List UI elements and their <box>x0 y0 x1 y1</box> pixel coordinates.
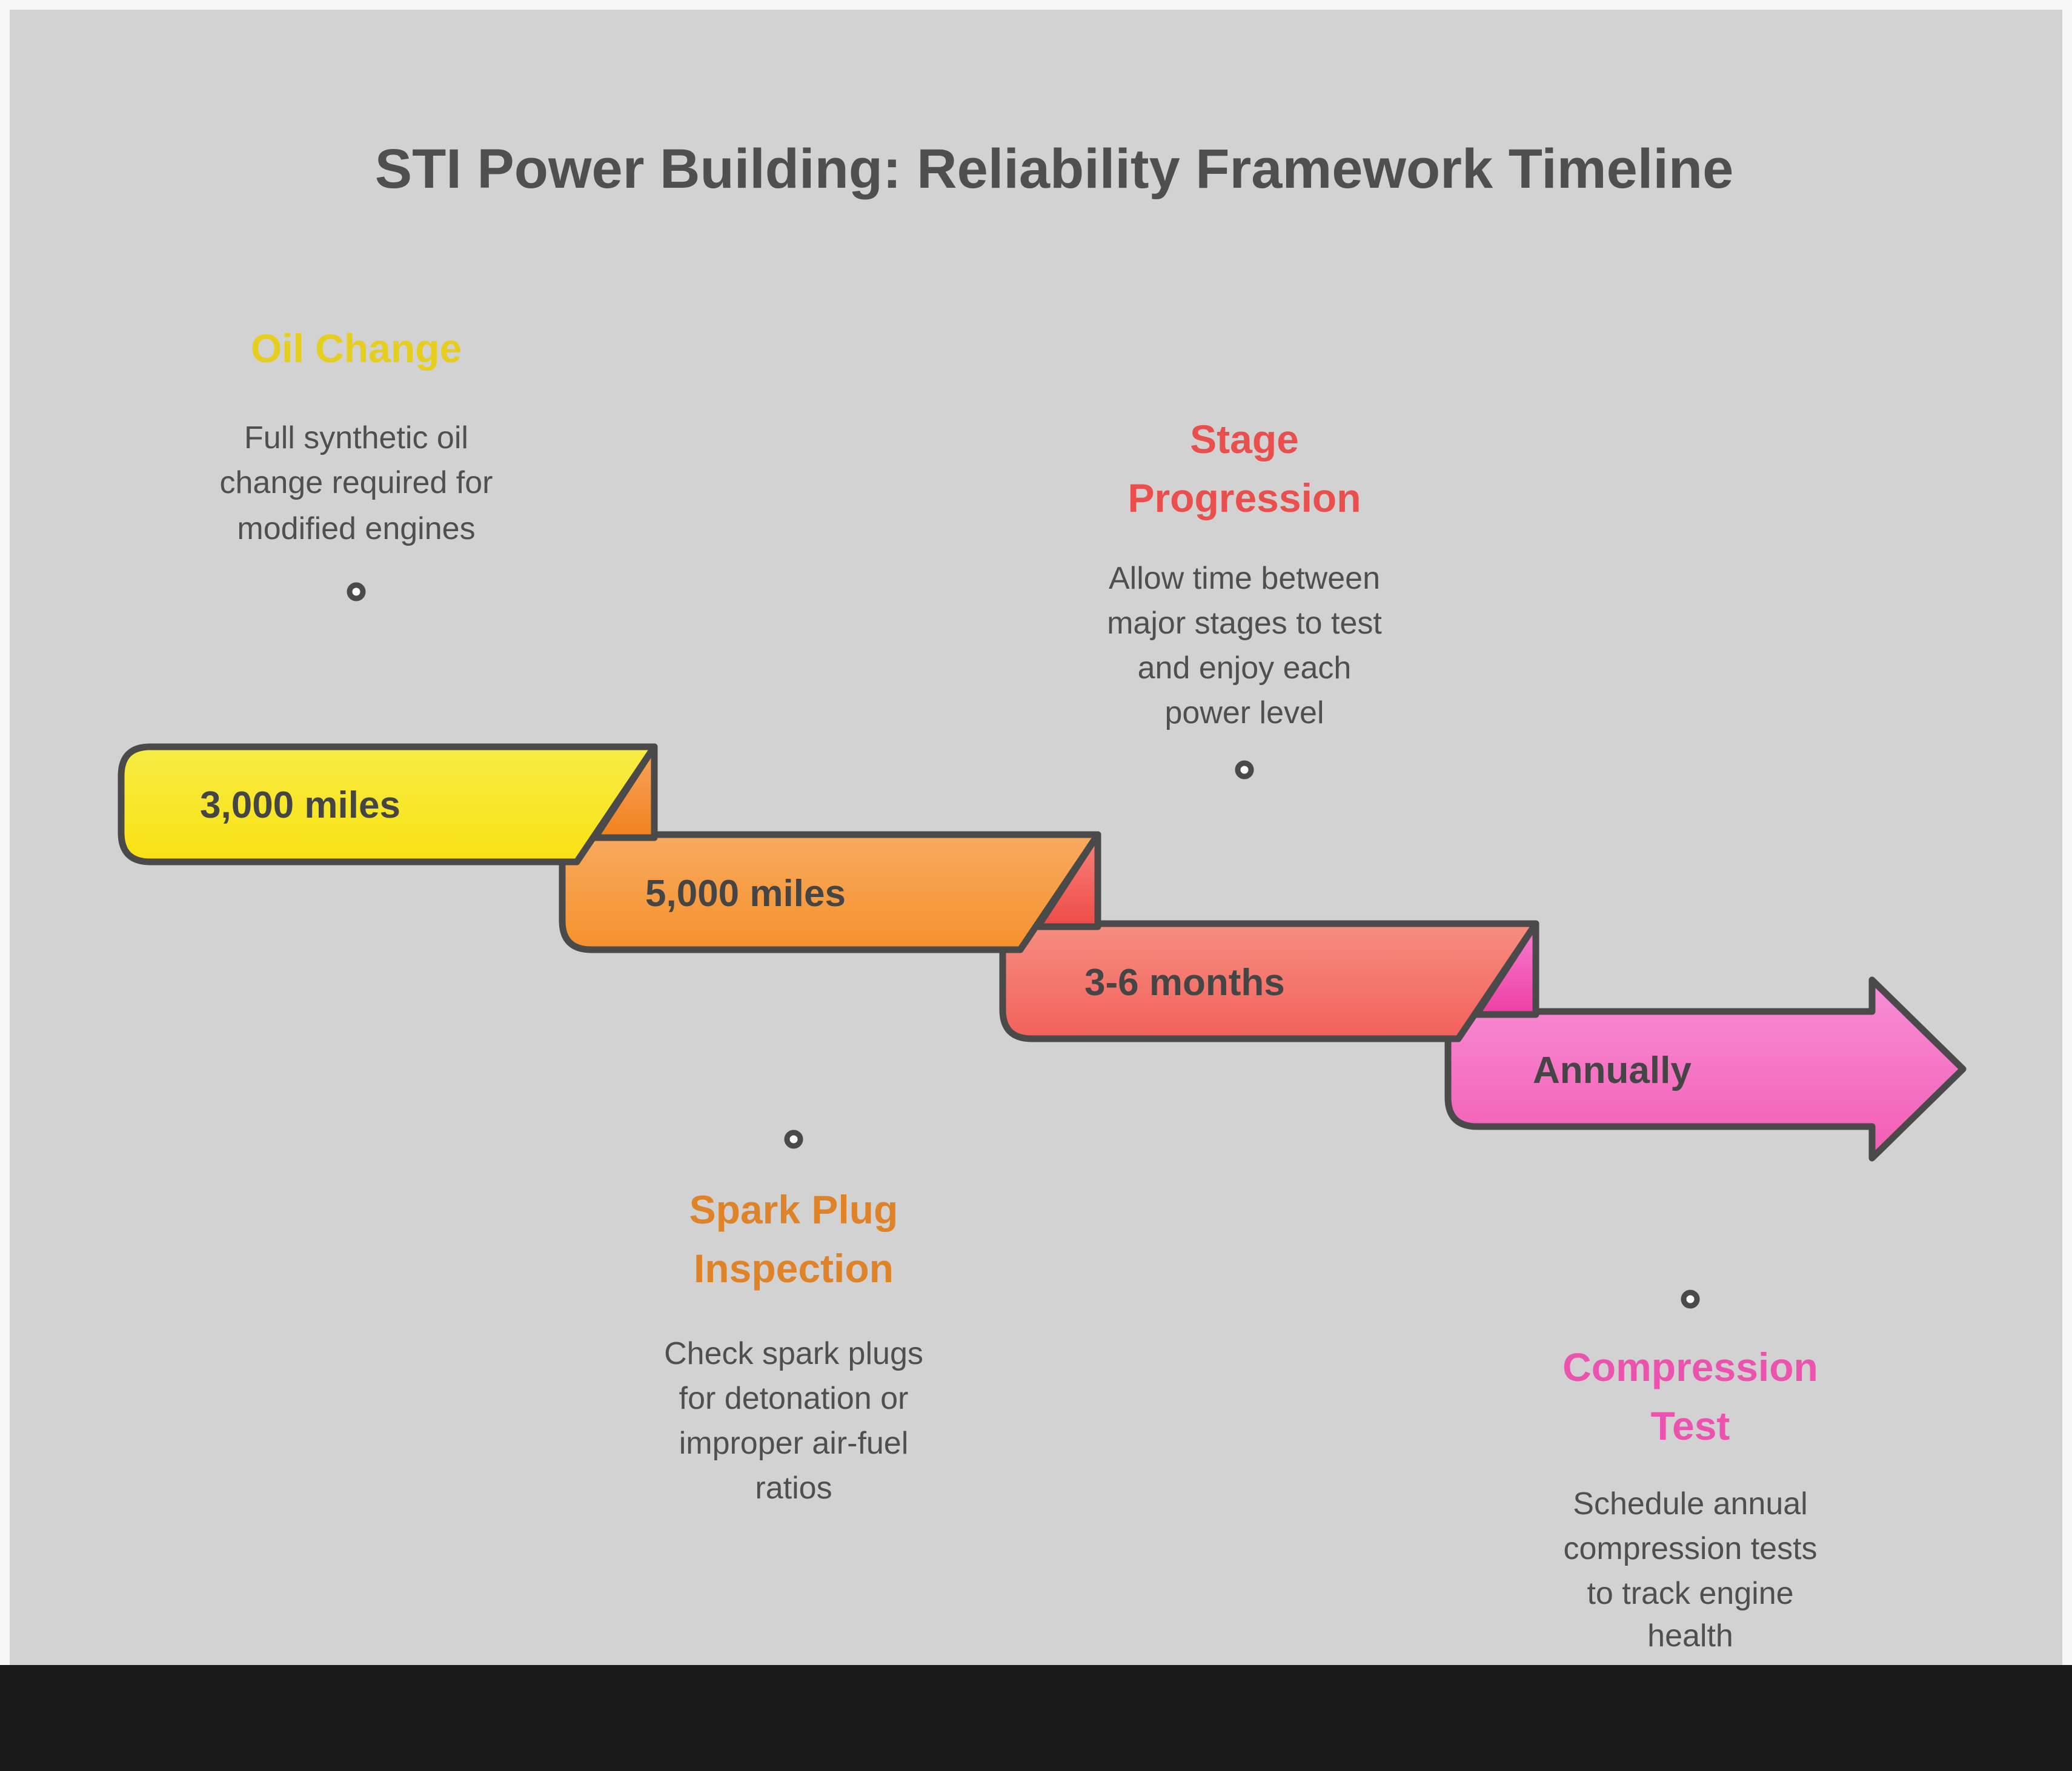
annotation-title-oil-change: Oil Change <box>251 326 462 371</box>
stage-band-5000-miles <box>559 831 1101 953</box>
marker-ring-icon <box>1681 1289 1700 1309</box>
annotation-title-compression-test: Compression <box>1562 1345 1818 1389</box>
annotation-desc-line: power level <box>1164 695 1324 730</box>
marker-ring-icon <box>347 582 366 601</box>
page-title: STI Power Building: Reliability Framewor… <box>375 138 1734 200</box>
marker-ring-icon <box>784 1130 803 1149</box>
annotation-title-spark-plug: Spark Plug <box>689 1187 898 1232</box>
annotation-stage-progression: Stage Progression Allow time between maj… <box>1107 417 1382 780</box>
annotation-title-compression-test: Test <box>1651 1403 1730 1448</box>
annotation-desc-line: for detonation or <box>679 1381 909 1416</box>
annotation-desc-line: Schedule annual <box>1573 1486 1807 1521</box>
annotation-oil-change: Oil Change Full synthetic oil change req… <box>220 326 493 601</box>
stage-label-3000-miles: 3,000 miles <box>200 784 400 826</box>
annotation-desc-line: health <box>1647 1618 1733 1653</box>
annotation-desc-line: Allow time between <box>1109 561 1380 596</box>
stage-label-annually: Annually <box>1533 1050 1692 1091</box>
annotation-desc-line: major stages to test <box>1107 606 1382 641</box>
annotation-desc-line: and enjoy each <box>1138 650 1352 686</box>
annotation-desc-line: modified engines <box>237 511 475 546</box>
annotation-title-stage-progression: Progression <box>1127 475 1361 520</box>
annotation-desc-line: to track engine <box>1587 1576 1793 1611</box>
marker-ring-icon <box>1235 760 1254 780</box>
timeline-ribbon <box>118 743 1967 1162</box>
stage-band-annually <box>1444 976 1967 1162</box>
annotation-desc-line: ratios <box>755 1471 832 1506</box>
annotation-desc-line: compression tests <box>1563 1531 1817 1566</box>
annotation-desc-line: Full synthetic oil <box>244 420 468 455</box>
stage-label-3-6-months: 3-6 months <box>1084 962 1285 1004</box>
annotation-title-spark-plug: Inspection <box>694 1246 894 1291</box>
footer-bar <box>0 1665 2072 1771</box>
annotation-compression-test: Compression Test Schedule annual compres… <box>1562 1289 1818 1653</box>
stage-band-3000-miles <box>118 743 658 866</box>
stage-band-3-6-months <box>999 920 1539 1042</box>
annotation-desc-line: improper air-fuel <box>679 1426 909 1461</box>
annotation-spark-plug-inspection: Spark Plug Inspection Check spark plugs … <box>664 1130 923 1506</box>
annotation-title-stage-progression: Stage <box>1190 417 1299 462</box>
stage-label-5000-miles: 5,000 miles <box>645 873 846 915</box>
annotation-desc-line: change required for <box>220 465 493 500</box>
annotation-desc-line: Check spark plugs <box>664 1336 923 1371</box>
